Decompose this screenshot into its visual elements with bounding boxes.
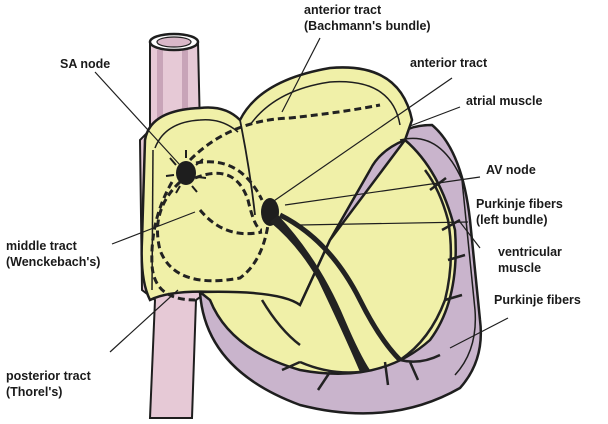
label-av-node: AV node: [486, 163, 536, 177]
bundle-branches: [270, 215, 370, 372]
label-purkinje-left-bundle: Purkinje fibers (left bundle): [476, 197, 563, 227]
label-ventricular-muscle: ventricular muscle: [498, 245, 562, 275]
label-posterior-tract: posterior tract (Thorel's): [6, 369, 91, 399]
label-middle-tract: middle tract (Wenckebach's): [6, 239, 101, 269]
label-sa-node: SA node: [60, 57, 111, 71]
label-anterior-tract-bachmann: anterior tract (Bachmann's bundle): [304, 3, 431, 33]
label-purkinje-fibers: Purkinje fibers: [494, 293, 581, 307]
sa-node: [176, 161, 196, 185]
label-atrial-muscle: atrial muscle: [466, 94, 543, 108]
purkinje-fibers: [260, 169, 466, 391]
label-anterior-tract: anterior tract: [410, 56, 488, 70]
leader-lines: [94, 37, 509, 353]
internodal-tracts: [150, 103, 381, 302]
